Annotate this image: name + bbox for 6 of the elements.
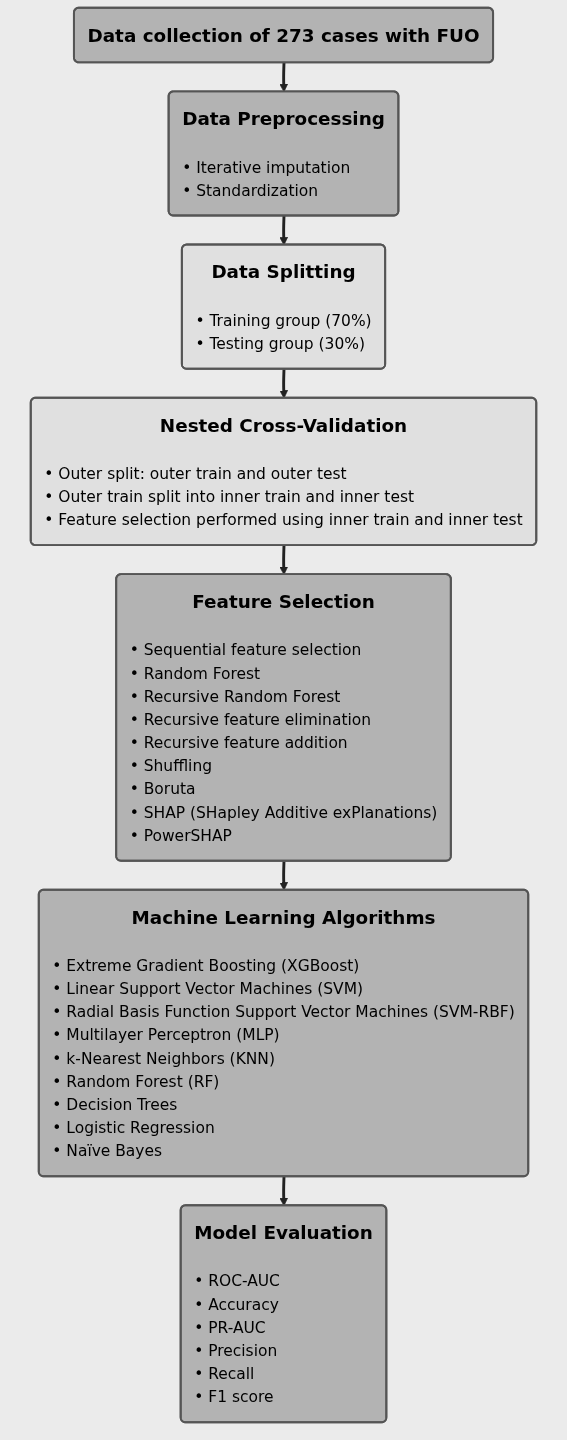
arrow — [279, 545, 288, 575]
arrow — [279, 861, 288, 891]
arrow — [279, 1176, 288, 1207]
arrow — [279, 215, 288, 246]
arrow — [279, 62, 288, 93]
arrow — [279, 369, 288, 399]
